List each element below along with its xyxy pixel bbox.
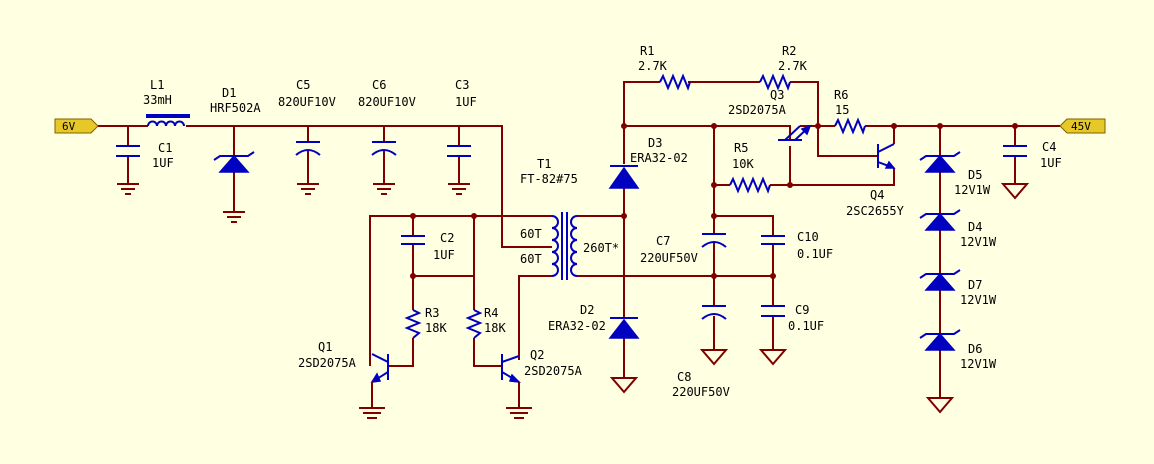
r3-ref: R3 xyxy=(425,306,439,320)
r2-value: 2.7K xyxy=(778,59,808,73)
diode-d3: D3 ERA32-02 xyxy=(608,136,688,189)
transformer-t1: T1 FT-82#75 60T 60T 260T* xyxy=(520,157,619,280)
r6-ref: R6 xyxy=(834,88,848,102)
c2-value: 1UF xyxy=(433,248,455,262)
capacitor-c7: C7 220UF50V xyxy=(640,233,727,265)
c1-value: 1UF xyxy=(152,156,174,170)
r4-value: 18K xyxy=(484,321,506,335)
d6-ref: D6 xyxy=(968,342,982,356)
inductor-l1: L1 33mH xyxy=(143,78,190,127)
d2-value: ERA32-02 xyxy=(548,319,606,333)
input-port: 6V xyxy=(54,118,99,134)
t1-ref: T1 xyxy=(537,157,551,171)
d4-ref: D4 xyxy=(968,220,982,234)
output-port: 45V xyxy=(1059,118,1106,134)
d6-value: 12V1W xyxy=(960,357,997,371)
input-port-label: 6V xyxy=(62,120,76,133)
q3-value: 2SD2075A xyxy=(728,103,787,117)
capacitor-c9: C9 0.1UF xyxy=(758,303,824,366)
r6-value: 15 xyxy=(835,103,849,117)
capacitor-c3: C3 1UF xyxy=(447,78,477,195)
c3-value: 1UF xyxy=(455,95,477,109)
q4-ref: Q4 xyxy=(870,188,884,202)
input-rail xyxy=(98,125,552,248)
r2-ref: R2 xyxy=(782,44,796,58)
capacitor-c2: C2 1UF xyxy=(401,231,455,262)
c10-ref: C10 xyxy=(797,230,819,244)
t1-value: FT-82#75 xyxy=(520,172,578,186)
c8-ref: C8 xyxy=(677,370,691,384)
d2-ref: D2 xyxy=(580,303,594,317)
q1-value: 2SD2075A xyxy=(298,356,357,370)
d4-value: 12V1W xyxy=(960,235,997,249)
capacitor-c8: C8 220UF50V xyxy=(672,305,730,399)
c9-value: 0.1UF xyxy=(788,319,824,333)
capacitor-c10: C10 0.1UF xyxy=(761,230,833,261)
c9-ref: C9 xyxy=(795,303,809,317)
capacitor-c6: C6 820UF10V xyxy=(358,78,416,195)
r5-value: 10K xyxy=(732,157,754,171)
transistor-q2: Q2 2SD2075A xyxy=(501,348,583,419)
q2-value: 2SD2075A xyxy=(524,364,583,378)
r4-ref: R4 xyxy=(484,306,498,320)
c4-value: 1UF xyxy=(1040,156,1062,170)
r1-value: 2.7K xyxy=(638,59,668,73)
output-port-label: 45V xyxy=(1071,120,1091,133)
c10-value: 0.1UF xyxy=(797,247,833,261)
c3-ref: C3 xyxy=(455,78,469,92)
c7-value: 220UF50V xyxy=(640,251,698,265)
l1-ref: L1 xyxy=(150,78,164,92)
c5-value: 820UF10V xyxy=(278,95,336,109)
zener-d5: D5 12V1W xyxy=(919,151,991,197)
c7-ref: C7 xyxy=(656,234,670,248)
d5-ref: D5 xyxy=(968,168,982,182)
c1-ref: C1 xyxy=(158,141,172,155)
q2-ref: Q2 xyxy=(530,348,544,362)
d1-ref: D1 xyxy=(222,86,236,100)
r3-value: 18K xyxy=(425,321,447,335)
l1-value: 33mH xyxy=(143,93,172,107)
d5-value: 12V1W xyxy=(954,183,991,197)
q1-ref: Q1 xyxy=(318,340,332,354)
t1-winding1: 60T xyxy=(520,227,542,241)
transistor-q1: Q1 2SD2075A xyxy=(298,340,389,419)
t1-winding2: 60T xyxy=(520,252,542,266)
resistor-r1: R1 2.7K xyxy=(638,44,691,91)
zener-d6: D6 12V1W xyxy=(919,329,997,414)
d1-value: HRF502A xyxy=(210,101,261,115)
zener-d1: D1 HRF502A xyxy=(210,86,261,223)
d7-ref: D7 xyxy=(968,278,982,292)
resistor-r3: R3 18K xyxy=(404,306,447,339)
zener-d7: D7 12V1W xyxy=(919,269,997,307)
c5-ref: C5 xyxy=(296,78,310,92)
diode-d2: D2 ERA32-02 xyxy=(548,303,640,394)
q3-ref: Q3 xyxy=(770,88,784,102)
capacitor-c4: C4 1UF xyxy=(1000,140,1062,200)
capacitor-c1: C1 1UF xyxy=(116,126,174,195)
primary-wiring xyxy=(369,213,552,367)
c8-value: 220UF50V xyxy=(672,385,730,399)
t1-winding3: 260T* xyxy=(583,241,619,255)
d3-value: ERA32-02 xyxy=(630,151,688,165)
resistor-r4: R4 18K xyxy=(465,306,506,339)
c6-value: 820UF10V xyxy=(358,95,416,109)
transistor-q3: Q3 2SD2075A xyxy=(728,88,812,141)
r5-ref: R5 xyxy=(734,141,748,155)
resistor-r6: R6 15 xyxy=(834,88,866,135)
zener-d4: D4 12V1W xyxy=(919,209,997,249)
c6-ref: C6 xyxy=(372,78,386,92)
resistor-r5: R5 10K xyxy=(729,141,771,194)
q4-value: 2SC2655Y xyxy=(846,204,905,218)
c4-ref: C4 xyxy=(1042,140,1056,154)
c2-ref: C2 xyxy=(440,231,454,245)
r1-ref: R1 xyxy=(640,44,654,58)
resistor-r2: R2 2.7K xyxy=(759,44,808,91)
d7-value: 12V1W xyxy=(960,293,997,307)
capacitor-c5: C5 820UF10V xyxy=(278,78,336,195)
d3-ref: D3 xyxy=(648,136,662,150)
transistor-q4: Q4 2SC2655Y xyxy=(846,143,905,218)
